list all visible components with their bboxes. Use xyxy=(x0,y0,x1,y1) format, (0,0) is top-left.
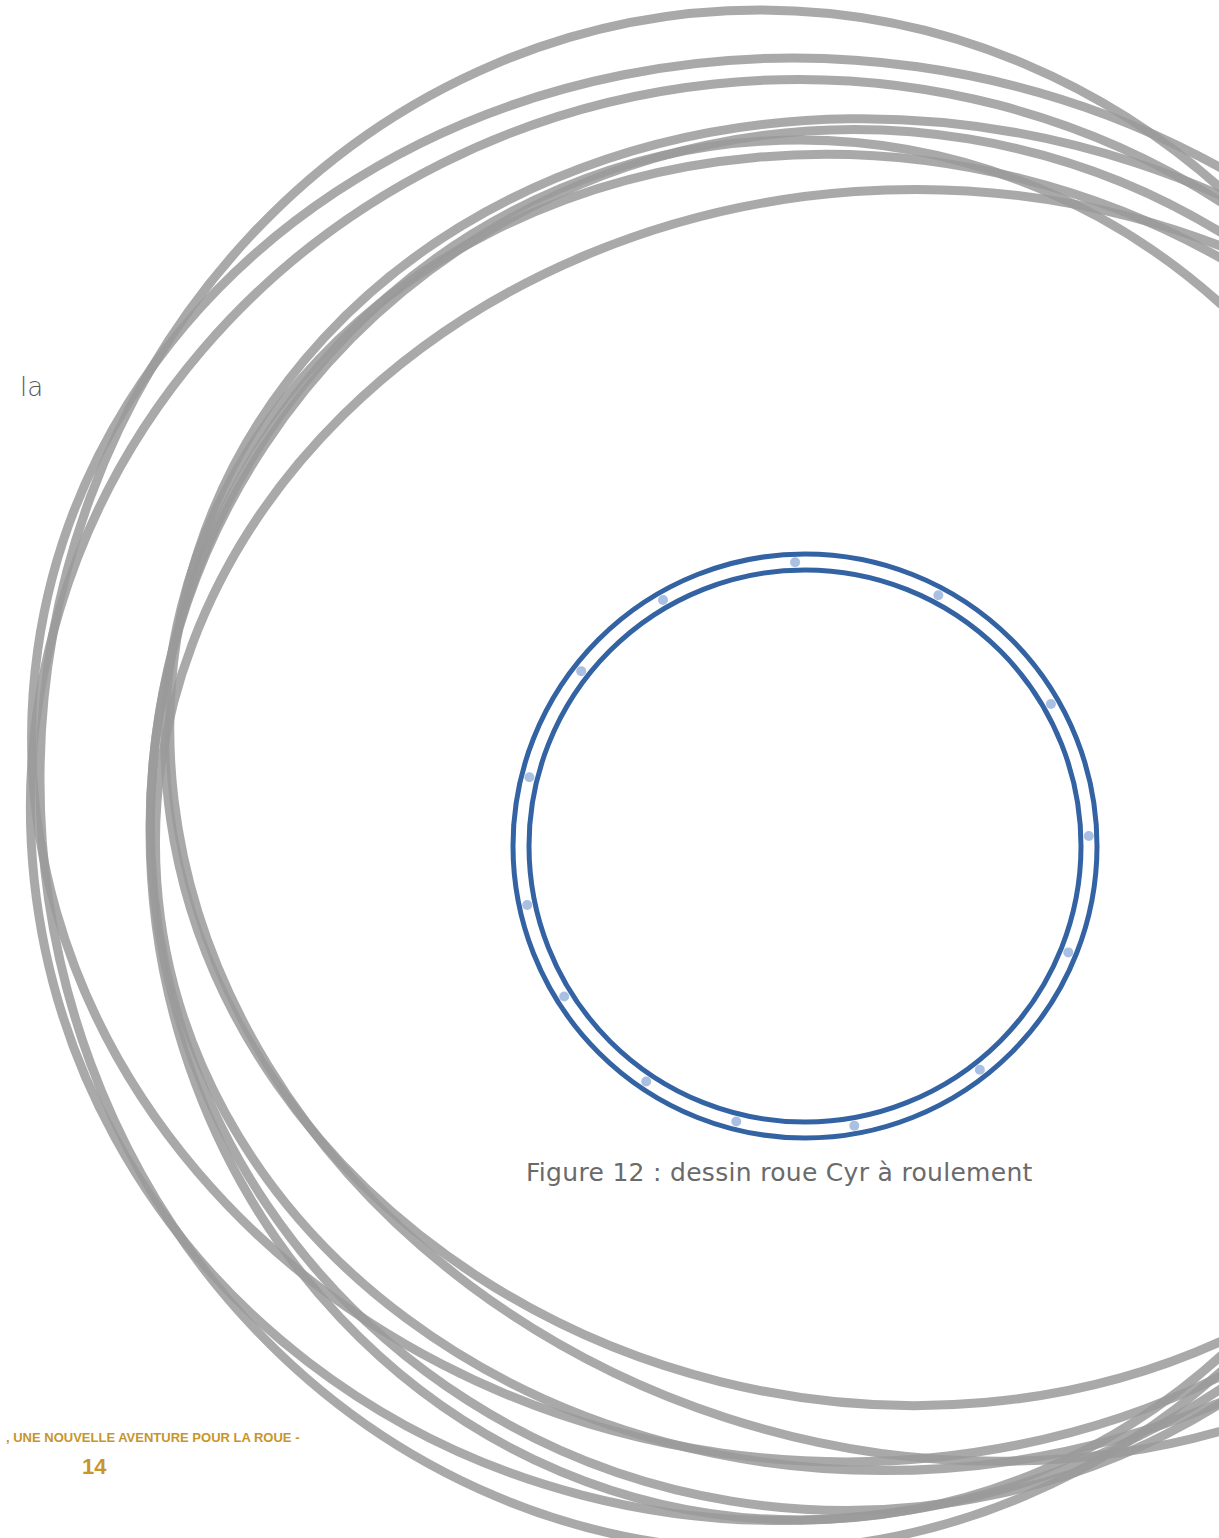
bearing-ball xyxy=(1084,831,1094,841)
bearing-ball xyxy=(524,772,534,782)
bearing-ball xyxy=(1046,699,1056,709)
sketch-circle xyxy=(22,0,1219,1538)
bearing-ball xyxy=(1063,947,1073,957)
bearing-ball xyxy=(933,590,943,600)
bearing-ball xyxy=(790,557,800,567)
bearing-ball xyxy=(559,991,569,1001)
bearing-ball xyxy=(975,1065,985,1075)
bearing-ball xyxy=(576,666,586,676)
bearing-ball xyxy=(522,900,532,910)
running-footer: , UNE NOUVELLE AVENTURE POUR LA ROUE - xyxy=(4,1430,301,1445)
sketch-circle xyxy=(112,140,1219,1521)
side-text: la xyxy=(20,372,43,402)
bearing-ball xyxy=(849,1121,859,1131)
bearing-ball xyxy=(658,595,668,605)
sketch-circle xyxy=(0,5,1219,1538)
sketch-circle xyxy=(150,140,1219,1520)
bearing-ball xyxy=(641,1076,651,1086)
page-number: 14 xyxy=(80,1454,108,1480)
sketch-circle xyxy=(31,7,1219,1538)
cyr-wheel xyxy=(513,554,1097,1138)
inner-ring xyxy=(529,570,1081,1122)
outer-ring xyxy=(513,554,1097,1138)
bearing-balls xyxy=(522,557,1094,1131)
figure-caption: Figure 12 : dessin roue Cyr à roulement xyxy=(524,1158,1035,1187)
bearing-ball xyxy=(731,1117,741,1127)
